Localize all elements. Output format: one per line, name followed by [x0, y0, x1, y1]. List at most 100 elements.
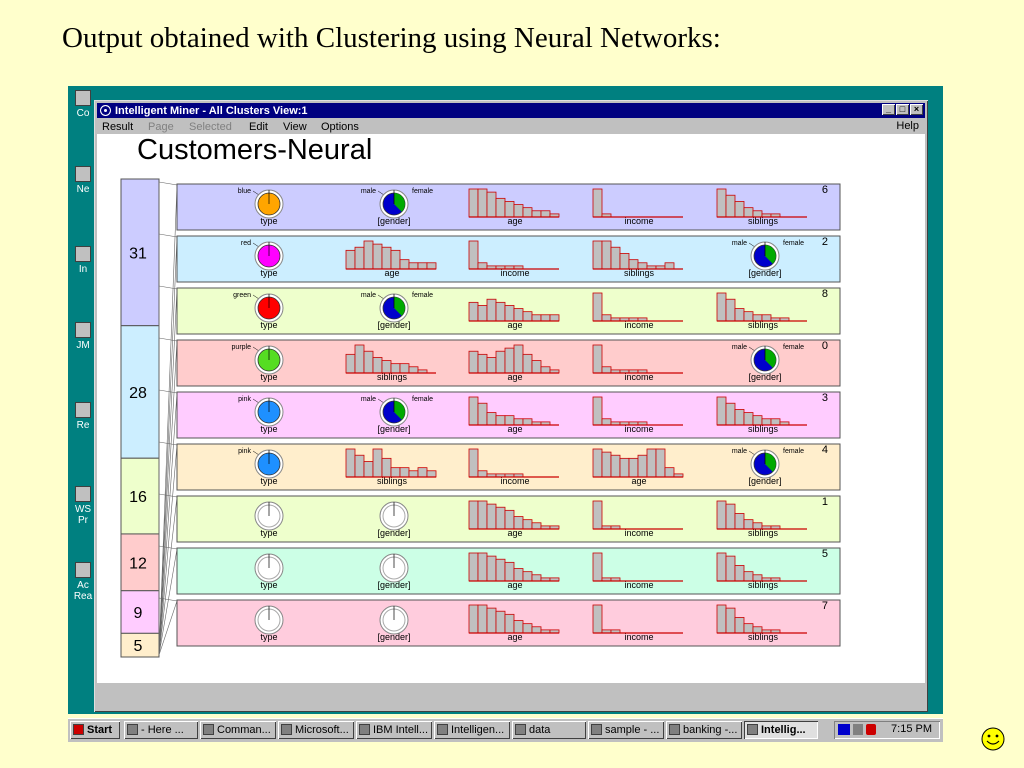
field-label: siblings	[377, 372, 408, 382]
cluster-id: 1	[822, 496, 828, 508]
cluster-id: 0	[822, 340, 828, 352]
histogram-bar	[372, 243, 383, 270]
histogram-bar	[504, 613, 515, 634]
histogram-bar	[522, 571, 533, 582]
window-titlebar[interactable]: Intelligent Miner - All Clusters View:1 …	[97, 103, 925, 118]
field-label: income	[624, 580, 653, 590]
size-bar-label: 28	[129, 385, 147, 402]
histogram-bar	[495, 558, 506, 582]
histogram-bar	[390, 249, 401, 270]
field-label: [gender]	[377, 216, 410, 226]
field-label: income	[624, 320, 653, 330]
field-label: [gender]	[377, 580, 410, 590]
taskbar-button[interactable]: - Here ...	[124, 721, 198, 739]
histogram-bar	[504, 509, 515, 530]
speaker-icon[interactable]	[853, 724, 863, 735]
histogram-bar	[522, 519, 533, 530]
desktop-icon[interactable]: JM	[70, 322, 96, 351]
desktop-icon[interactable]: Re	[70, 402, 96, 431]
row-connector	[158, 597, 178, 656]
histogram-bar	[504, 201, 515, 218]
histogram-bar	[531, 522, 542, 530]
desktop-shortcut-icon	[75, 246, 91, 262]
taskbar-button[interactable]: IBM Intell...	[356, 721, 432, 739]
start-button[interactable]: Start	[70, 721, 120, 739]
taskbar-button[interactable]: sample - ...	[588, 721, 664, 739]
histogram-bar	[619, 253, 630, 270]
histogram-bar	[363, 240, 374, 270]
close-button[interactable]: ×	[910, 104, 923, 115]
pie-category-label: female	[783, 448, 804, 455]
taskbar-button[interactable]: Comman...	[200, 721, 276, 739]
task-app-icon	[669, 724, 680, 735]
taskbar-button[interactable]: data	[512, 721, 586, 739]
histogram-bar	[592, 448, 603, 478]
taskbar-button-label: data	[529, 724, 551, 736]
histogram-bar	[354, 454, 365, 478]
field-label: type	[260, 528, 277, 538]
desktop-icon-label: JM	[76, 340, 90, 351]
histogram-bar	[477, 353, 488, 374]
field-label: siblings	[624, 268, 655, 278]
field-label: type	[260, 268, 277, 278]
menu-result[interactable]: Result	[102, 121, 134, 133]
histogram-bar	[408, 262, 419, 270]
maximize-button[interactable]: □	[896, 104, 909, 115]
shield-icon[interactable]	[866, 724, 876, 735]
histogram-bar	[592, 344, 603, 374]
taskbar-button[interactable]: Microsoft...	[278, 721, 354, 739]
histogram-bar	[354, 344, 365, 374]
desktop-icon[interactable]: Co	[70, 90, 96, 119]
pie-slice	[394, 193, 405, 212]
field-label: income	[624, 528, 653, 538]
taskbar-button[interactable]: banking -...	[666, 721, 742, 739]
menu-options[interactable]: Options	[321, 121, 359, 133]
network-icon[interactable]	[838, 724, 850, 735]
histogram-bar	[531, 314, 542, 322]
desktop-icon[interactable]: Ac Rea	[70, 562, 96, 602]
desktop-icon[interactable]: WS Pr	[70, 486, 96, 526]
minimize-button[interactable]: _	[882, 104, 895, 115]
field-label: [gender]	[748, 476, 781, 486]
size-bar-segment	[120, 533, 160, 592]
field-label: type	[260, 632, 277, 642]
histogram-bar	[522, 311, 533, 322]
histogram-bar	[372, 448, 383, 478]
histogram-bar	[504, 347, 515, 374]
field-label: income	[624, 372, 653, 382]
app-icon	[100, 105, 111, 116]
histogram-bar	[363, 350, 374, 374]
size-bar-segment	[120, 590, 160, 634]
clock[interactable]: 7:15 PM	[891, 723, 932, 735]
histogram-bar	[426, 470, 437, 478]
histogram-bar	[637, 454, 648, 478]
field-label: siblings	[748, 632, 779, 642]
field-label: age	[507, 372, 522, 382]
histogram-bar	[716, 604, 727, 634]
desktop-icon[interactable]: Ne	[70, 166, 96, 195]
taskbar-button[interactable]: Intellig...	[744, 721, 818, 739]
taskbar-button[interactable]: Intelligen...	[434, 721, 510, 739]
field-label: age	[631, 476, 646, 486]
histogram-bar	[716, 188, 727, 218]
pie-category-label: male	[361, 292, 376, 299]
menu-view[interactable]: View	[283, 121, 307, 133]
histogram-bar	[619, 457, 630, 478]
menu-edit[interactable]: Edit	[249, 121, 268, 133]
pie-category-label: female	[412, 292, 433, 299]
histogram-bar	[549, 314, 560, 322]
field-label: siblings	[748, 580, 779, 590]
menu-help[interactable]: Help	[896, 120, 919, 132]
pie-category-label: male	[361, 396, 376, 403]
histogram-bar	[495, 610, 506, 634]
desktop-icon-label: Co	[76, 108, 90, 119]
desktop-shortcut-icon	[75, 562, 91, 578]
field-label: age	[507, 216, 522, 226]
desktop-icon[interactable]: In	[70, 246, 96, 275]
cluster-id: 5	[822, 548, 828, 560]
